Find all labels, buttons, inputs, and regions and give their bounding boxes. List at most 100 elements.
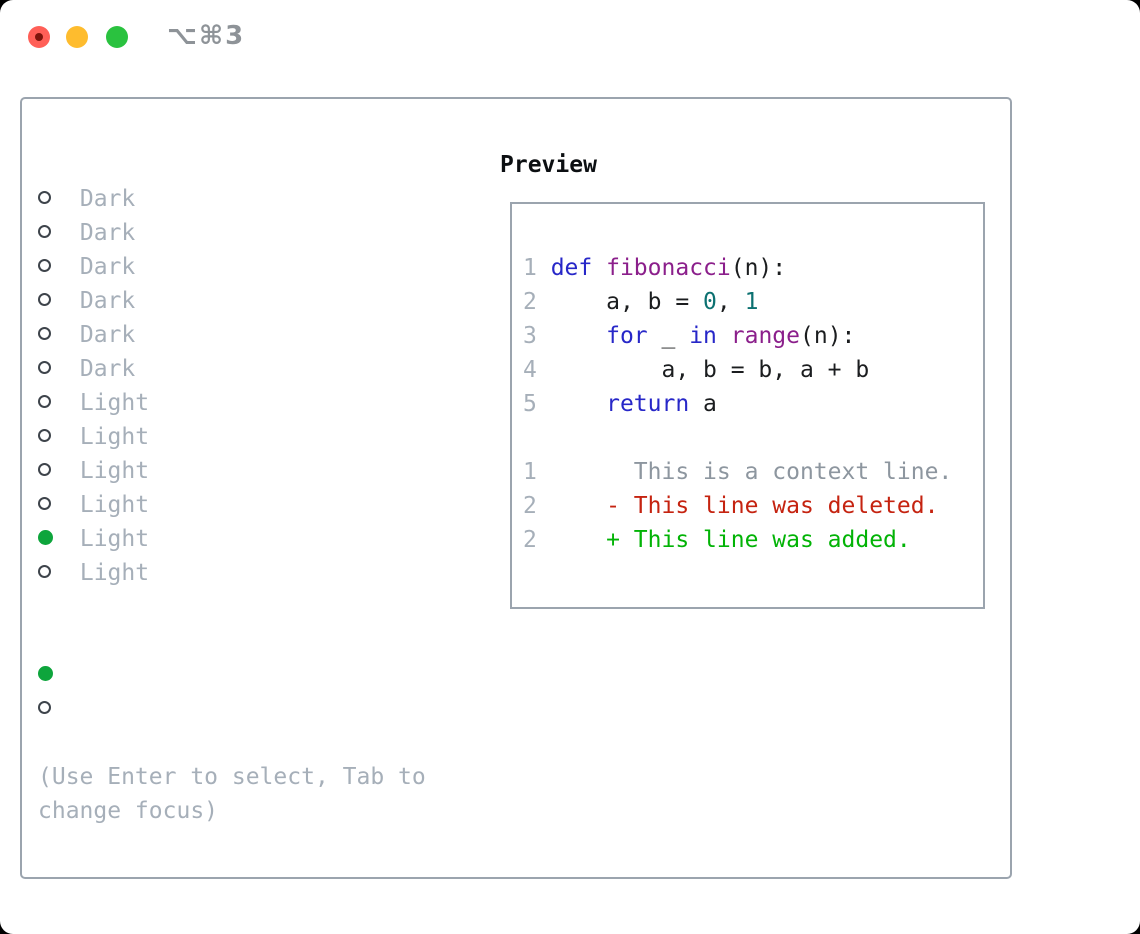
token-pln: _	[647, 323, 690, 349]
preview-heading: Preview	[500, 152, 597, 178]
token-kw: for	[606, 323, 648, 349]
radio-marker	[38, 352, 66, 386]
unsaved-changes-dot-icon	[35, 33, 43, 41]
theme-variant: Dark	[66, 220, 136, 246]
token-fn: range	[730, 323, 800, 349]
token-lit: 0	[703, 289, 717, 315]
line-number: 1	[523, 255, 551, 281]
radio-marker	[38, 692, 66, 726]
theme-option-xcode[interactable]: Light	[38, 556, 426, 590]
radio-unselected-icon	[38, 497, 51, 510]
token-ctx: This is a context line.	[550, 459, 953, 485]
code-line: 2 a, b = 0, 1	[523, 285, 983, 319]
theme-option-github[interactable]: Dark	[38, 352, 426, 386]
hint-text: (Use Enter to select, Tab to	[38, 764, 426, 790]
code-line: 4 a, b = b, a + b	[523, 353, 983, 387]
code-line: 5 return a	[523, 387, 983, 421]
line-number: 4	[523, 357, 551, 383]
radio-unselected-icon	[38, 701, 51, 714]
token-pln: (n):	[730, 255, 787, 281]
apply-to-header	[38, 624, 426, 658]
theme-variant: Light	[66, 560, 150, 586]
selected-marker	[38, 658, 66, 692]
radio-unselected-icon	[38, 225, 51, 238]
theme-picker-left-column: Dark Dark Dark Dark Dark Dark Light Ligh…	[38, 148, 426, 828]
radio-unselected-icon	[38, 395, 51, 408]
token-pln: ,	[716, 289, 745, 315]
selected-marker	[38, 522, 66, 556]
theme-option-ayu-light[interactable]: Light	[38, 420, 426, 454]
theme-variant: Dark	[66, 288, 136, 314]
theme-option-atom-one[interactable]: Dark	[38, 216, 426, 250]
radio-marker	[38, 284, 66, 318]
theme-variant: Light	[66, 390, 150, 416]
radio-marker	[38, 216, 66, 250]
radio-unselected-icon	[38, 463, 51, 476]
theme-variant: Dark	[66, 356, 136, 382]
radio-unselected-icon	[38, 565, 51, 578]
token-pln: a, b = b, a + b	[550, 357, 870, 383]
close-button[interactable]	[28, 26, 50, 48]
line-number: 2	[523, 527, 551, 553]
code-line: 1 def fibonacci(n):	[523, 251, 983, 285]
line-number: 2	[523, 493, 551, 519]
token-pln: a	[689, 391, 717, 417]
spacer	[38, 590, 426, 624]
theme-variant: Light	[66, 458, 150, 484]
radio-marker	[38, 250, 66, 284]
token-kw: in	[689, 323, 717, 349]
radio-marker	[38, 556, 66, 590]
theme-variant: Light	[66, 492, 150, 518]
token-del: - This line was deleted.	[550, 493, 939, 519]
token-add: + This line was added.	[550, 527, 911, 553]
token-kw: def	[550, 255, 593, 281]
token-pln	[551, 391, 606, 417]
line-number: 1	[523, 459, 551, 485]
radio-selected-icon	[38, 530, 53, 545]
theme-option-default-light[interactable]: Light	[38, 454, 426, 488]
code-line: 2 + This line was added.	[523, 523, 983, 557]
line-number: 5	[523, 391, 551, 417]
token-pln	[717, 323, 731, 349]
radio-marker	[38, 318, 66, 352]
radio-unselected-icon	[38, 191, 51, 204]
theme-option-google-code[interactable]: Light	[38, 522, 426, 556]
token-fn: fibonacci	[606, 255, 731, 281]
spacer	[38, 726, 426, 760]
token-kw: return	[606, 391, 690, 417]
radio-marker	[38, 488, 66, 522]
radio-unselected-icon	[38, 293, 51, 306]
theme-variant: Light	[66, 424, 150, 450]
radio-marker	[38, 386, 66, 420]
radio-unselected-icon	[38, 327, 51, 340]
line-number: 3	[523, 323, 551, 349]
apply-option-user-settings[interactable]	[38, 658, 426, 692]
theme-option-ayu[interactable]: Dark	[38, 250, 426, 284]
radio-marker	[38, 454, 66, 488]
apply-option-workspace-settings[interactable]	[38, 692, 426, 726]
theme-variant: Light	[66, 526, 150, 552]
theme-option-github-light[interactable]: Light	[38, 488, 426, 522]
line-number: 2	[523, 289, 551, 315]
code-line: 1 This is a context line.	[523, 455, 983, 489]
theme-picker-panel: Dark Dark Dark Dark Dark Dark Light Ligh…	[20, 97, 1012, 879]
minimize-button[interactable]	[66, 26, 88, 48]
radio-marker	[38, 420, 66, 454]
code-line: 2 - This line was deleted.	[523, 489, 983, 523]
theme-option-dracula[interactable]: Dark	[38, 318, 426, 352]
code-line	[523, 421, 983, 455]
theme-variant: Dark	[66, 322, 136, 348]
theme-option-default[interactable]: Dark	[38, 284, 426, 318]
hint-text: change focus)	[38, 798, 219, 824]
token-pln: a, b =	[550, 289, 704, 315]
select-theme-header	[38, 148, 426, 182]
token-pln: (n):	[800, 323, 856, 349]
radio-marker	[38, 182, 66, 216]
maximize-button[interactable]	[106, 26, 128, 48]
radio-unselected-icon	[38, 259, 51, 272]
code-line: 3 for _ in range(n):	[523, 319, 983, 353]
theme-option-ansi-light[interactable]: Light	[38, 386, 426, 420]
theme-option-ansi[interactable]: Dark	[38, 182, 426, 216]
